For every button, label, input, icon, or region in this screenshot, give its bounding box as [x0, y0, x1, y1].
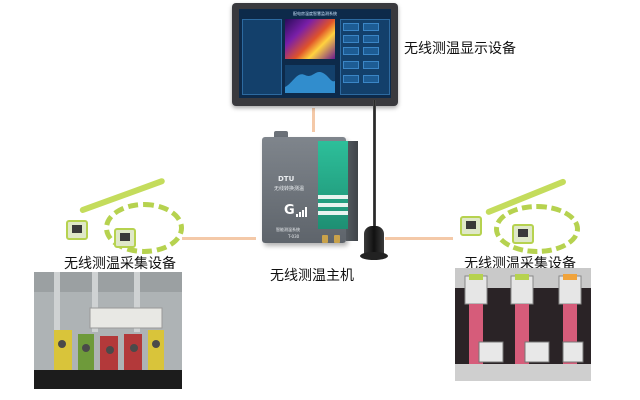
screen-tile [343, 61, 359, 69]
collector-sensor-right [456, 178, 580, 254]
label-display-device: 无线测温显示设备 [404, 41, 516, 57]
label-host: 无线测温主机 [270, 268, 354, 284]
dtu-signal-icon: G [284, 203, 295, 218]
dtu-stripe [318, 211, 348, 215]
sensor-probe [66, 220, 88, 240]
sensor-probe [114, 228, 136, 248]
dtu-stripe [318, 195, 348, 199]
installation-photo-left [34, 272, 182, 389]
sensor-probe [512, 224, 534, 244]
display-device: 配电房温度智慧监测系统 [232, 3, 398, 106]
thermal-image [285, 19, 335, 59]
screen-tile [363, 23, 379, 31]
dtu-host-device: DTU 无线转换测温 G 智能测温系统 T-030 [262, 131, 358, 249]
dtu-port [334, 235, 340, 243]
screen-panel-left [242, 19, 282, 95]
dtu-port [322, 235, 328, 243]
dtu-mount-ear [274, 131, 288, 139]
screen-tile [343, 47, 359, 55]
dtu-side [346, 141, 358, 241]
display-screen: 配电房温度智慧监测系统 [239, 9, 391, 98]
screen-tile [363, 61, 379, 69]
dtu-subtitle: 无线转换测温 [274, 186, 305, 192]
temperature-curve [285, 65, 335, 93]
screen-tile [363, 75, 379, 83]
screen-tile [343, 23, 359, 31]
screen-tile [343, 75, 359, 83]
connector-display-host [312, 108, 315, 132]
screen-title: 配电房温度智慧监测系统 [293, 11, 337, 16]
connector-left-host [182, 237, 256, 240]
connector-right-host [385, 237, 453, 240]
antenna-foot [360, 252, 388, 260]
sensor-strap [104, 202, 184, 254]
dtu-accent-panel [318, 141, 348, 229]
screen-tile [363, 35, 379, 43]
screen-tile [343, 35, 359, 43]
sensor-probe [460, 216, 482, 236]
installation-photo-right [455, 268, 591, 381]
dtu-model: DTU [278, 175, 295, 183]
screen-tile [363, 47, 379, 55]
signal-bars-icon [296, 207, 307, 217]
dtu-stripe [318, 203, 348, 207]
dtu-brand: 智能测温系统 [276, 227, 300, 232]
antenna-icon [373, 100, 376, 228]
antenna-base [364, 226, 384, 258]
dtu-panel-code: T-030 [288, 234, 300, 239]
sensor-strap [494, 204, 580, 254]
collector-sensor-left [60, 177, 184, 254]
label-collector-left: 无线测温采集设备 [64, 256, 176, 272]
